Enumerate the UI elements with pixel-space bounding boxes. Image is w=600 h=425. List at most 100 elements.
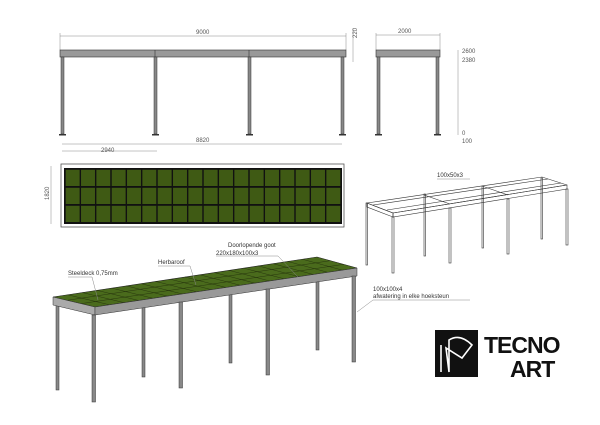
dim-length: 9000	[196, 30, 210, 36]
roof-grid-line	[96, 290, 139, 301]
iso-front-posts	[91, 275, 356, 403]
green-roof-tile	[234, 205, 249, 222]
green-roof-tile	[234, 169, 249, 186]
label-beam-size: 100x50x3	[437, 173, 464, 179]
green-roof-tile	[219, 169, 233, 186]
roof-grid-line	[126, 285, 168, 297]
green-roof-tile	[127, 169, 141, 186]
green-roof-tile	[295, 205, 310, 222]
green-roof-tile	[249, 187, 264, 204]
roof-grid-line	[155, 281, 197, 293]
green-roof-tile	[111, 169, 126, 186]
green-roof-tile	[173, 187, 187, 204]
green-roof-tile	[173, 169, 187, 186]
green-roof-tile	[81, 187, 95, 204]
green-roof-tile	[96, 205, 111, 222]
level-label: 0	[462, 131, 466, 137]
frame-view: 100x50x3	[365, 173, 569, 274]
dim-roof-height: 220	[353, 27, 359, 38]
green-roof-tile	[311, 169, 325, 186]
green-roof-tile	[81, 205, 95, 222]
post	[247, 56, 252, 135]
roof-grid-line	[258, 265, 299, 277]
green-roof-tile	[173, 205, 187, 222]
green-roof-tile	[311, 205, 325, 222]
green-roof-tile	[157, 169, 172, 186]
green-roof-tile	[111, 187, 126, 204]
roof-grid-line	[272, 263, 314, 275]
green-roof-tile	[142, 187, 157, 204]
green-roof-tile	[203, 205, 218, 222]
logo-line2: ART	[510, 356, 555, 382]
roof-grid-line	[184, 276, 227, 288]
post	[340, 56, 345, 135]
green-roof-tile	[265, 187, 279, 204]
roof-grid-line	[80, 264, 344, 304]
gutter-fascia	[94, 267, 358, 316]
post	[435, 56, 440, 135]
green-roof-tile	[203, 169, 218, 186]
level-label: 2600	[462, 49, 476, 55]
green-roof-tile	[280, 169, 295, 186]
green-roof-tile	[157, 187, 172, 204]
post	[153, 56, 158, 135]
green-roof-tile	[142, 169, 157, 186]
green-roof-tile	[219, 187, 233, 204]
roof-beam	[375, 49, 441, 58]
green-roof-tile	[249, 169, 264, 186]
dim-plan-length: 8820	[196, 138, 210, 144]
iso-view: Steeldeck 0,75mm Herbaroof Doorlopende g…	[52, 243, 470, 403]
green-roof-tile	[65, 187, 80, 204]
dim-depth: 1820	[45, 186, 51, 200]
label-post-size: 100x100x4	[373, 287, 403, 293]
roof-grid-line	[214, 272, 256, 284]
post	[376, 56, 381, 135]
green-roof-tile	[142, 205, 157, 222]
green-roof-tile	[326, 205, 341, 222]
green-roof-tile	[65, 169, 80, 186]
green-roof-tile	[295, 187, 310, 204]
roof-grid-line	[243, 267, 285, 280]
roof-grid-line	[287, 261, 328, 273]
front-elevation: 9000 220	[59, 27, 359, 136]
roof-grid-line	[170, 279, 212, 290]
roof-grid-line	[199, 274, 241, 286]
green-roof-tile	[127, 205, 141, 222]
label-gutter: Doorlopende goot	[228, 243, 276, 249]
roof-grid-line	[111, 287, 154, 299]
tecnoart-logo: TECNO ART	[435, 330, 561, 382]
green-roof-tile	[127, 187, 141, 204]
green-roof-tile	[65, 205, 80, 222]
green-roof-tile	[295, 169, 310, 186]
post	[60, 56, 65, 135]
level-label: 100	[462, 139, 473, 145]
green-roof-tile	[188, 205, 203, 222]
green-roof-tile	[311, 187, 325, 204]
green-roof-tile	[280, 205, 295, 222]
side-elevation: 2000 2600 2380 0 100	[375, 29, 476, 145]
label-herbaroof: Herbaroof	[158, 260, 185, 266]
green-roof-tile	[111, 205, 126, 222]
roof-grid-line	[82, 292, 125, 303]
logo-line1: TECNO	[484, 332, 560, 358]
green-roof-tile	[265, 205, 279, 222]
green-roof-tile	[326, 169, 341, 186]
plan-view: 8820 2940 1820	[45, 138, 345, 228]
label-post-note: afwatering in elke hoeksteun	[373, 294, 449, 300]
label-steeldeck: Steeldeck 0,75mm	[68, 271, 118, 277]
label-gutter-size: 220x180x100x3	[216, 251, 259, 257]
iso-back-posts	[55, 272, 320, 391]
green-roof-tile	[81, 169, 95, 186]
green-roof-tile	[265, 169, 279, 186]
green-roof-tile	[96, 187, 111, 204]
green-roof-tile	[157, 205, 172, 222]
green-roof-tile	[234, 187, 249, 204]
green-roof-tile	[326, 187, 341, 204]
roof-beam	[59, 49, 347, 58]
roof-grid-line	[66, 260, 331, 301]
level-label: 2380	[462, 58, 476, 64]
roof-grid-line	[140, 283, 183, 295]
green-roof-tile	[188, 169, 203, 186]
green-roof-tile	[280, 187, 295, 204]
